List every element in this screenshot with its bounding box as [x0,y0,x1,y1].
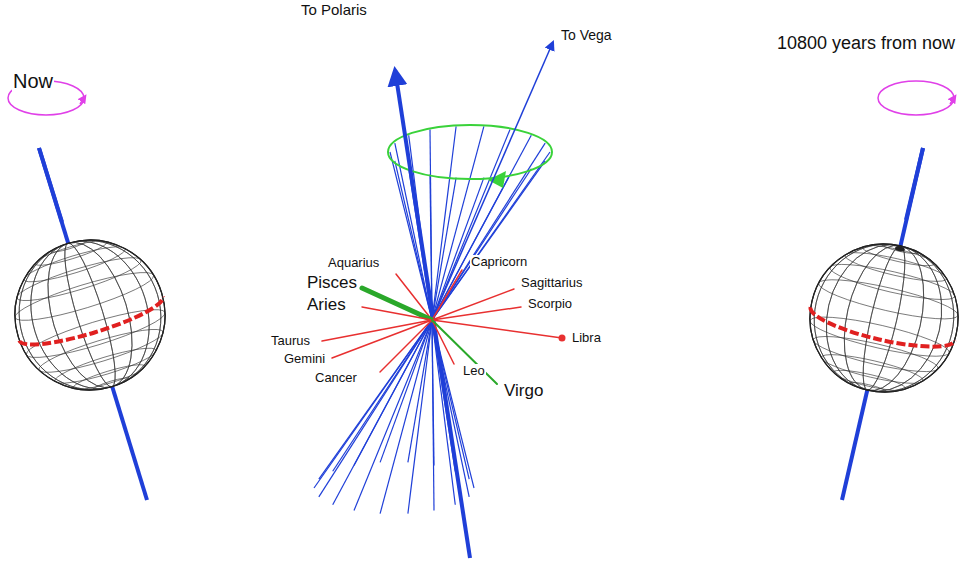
zodiac-line [432,320,454,364]
caption-label: Now [12,70,54,92]
constellation-label: Scorpio [527,297,573,311]
globe-grid [795,229,962,408]
meridian-line [56,239,125,390]
axis-position-line [314,152,550,488]
meridian-line [56,239,125,390]
zodiac-line [432,320,562,338]
zodiac-line [332,320,432,358]
globe-outline [795,229,962,406]
parallel-line [49,237,88,254]
parallel-line [807,309,951,363]
spin-arrowhead [80,98,84,104]
constellation-label: Aquarius [327,256,380,270]
constellation-label: Pisces [306,274,358,293]
meridian-line [1,223,180,408]
zodiac-line [432,270,462,320]
parallel-line [33,236,108,269]
meridian-line [795,229,962,407]
parallel-line [71,360,146,393]
zodiac-line [380,320,432,372]
zodiac-line [362,307,432,320]
constellation-label: Cancer [314,371,358,385]
meridian-line [0,221,184,408]
meridian-line [800,230,962,405]
constellation-label: Virgo [503,382,544,401]
parallel-line [828,258,957,307]
globe-outline [0,221,184,408]
meridian-line [800,230,962,405]
meridian-line [32,232,148,397]
axis-position-line [319,161,545,479]
equator [807,307,955,356]
polaris-arrow [395,70,470,558]
zodiac-dot [559,335,566,342]
constellation-label: Libra [571,331,602,345]
spin-arrowhead [950,98,954,104]
meridian-line [831,238,936,399]
globe-grid [0,221,184,409]
meridian-line [13,226,167,403]
constellation-label: Sagittarius [520,276,583,290]
constellation-label: Taurus [270,334,311,348]
earth-globe [795,229,962,408]
meridian-line [855,243,913,393]
precession-cone [314,126,550,513]
axis-position-line [333,135,532,504]
constellation-label: Capricorn [470,255,528,269]
meridian-line [855,243,913,393]
parallel-line [52,342,158,389]
zodiac-line-current [362,288,432,320]
parallel-line [881,241,920,256]
caption-label: 10800 years from now [776,34,956,54]
direction-label: To Vega [560,28,613,43]
meridian-line [1,223,180,408]
meridian-line [812,233,956,403]
globe-outline [795,229,962,406]
constellation-label: Gemini [283,352,326,366]
constellation-label: Leo [462,364,486,378]
meridian-line [812,233,956,403]
parallel-line [843,247,949,287]
axis-position-line [333,169,532,472]
parallel-line [21,241,127,288]
parallel-line [819,349,925,389]
axis-position-line [319,143,545,497]
spin-circle [878,81,954,115]
zodiac-line [322,320,432,341]
north-pole [895,245,906,252]
direction-label: To Polaris [300,2,368,19]
axis-position-line [354,129,510,510]
rotation-axis [906,148,923,220]
equator [19,297,167,354]
earth-globe [0,221,184,409]
rotation-axis [39,148,62,222]
meridian-line [831,238,936,399]
zodiac-line-future [432,320,497,384]
globe-outline [0,221,184,408]
meridian-line [32,232,148,397]
zodiac-line [432,289,514,320]
meridian-line [13,226,167,403]
zodiac-line [432,307,521,320]
precession-circle [388,125,552,179]
constellation-label: Aries [306,296,347,315]
